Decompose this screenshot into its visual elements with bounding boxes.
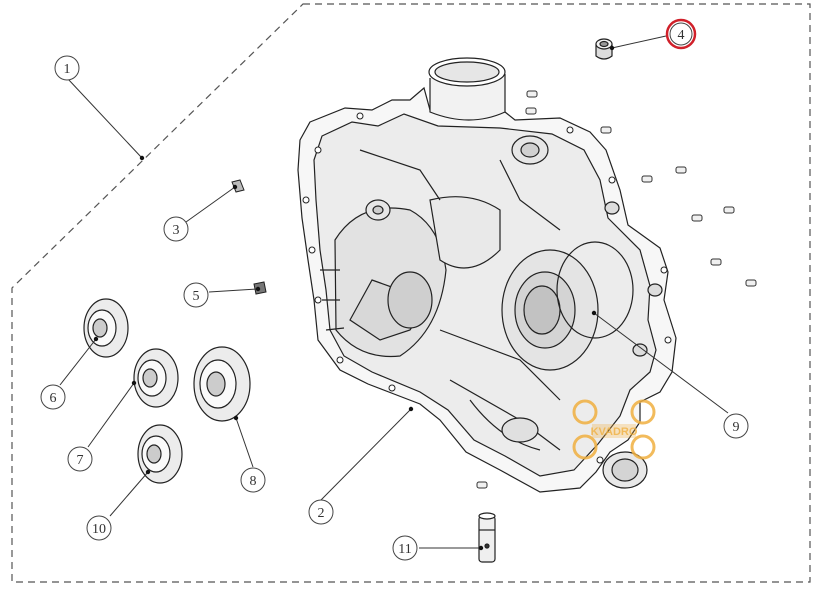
kvadro-watermark-logo: KVADRO (572, 399, 656, 460)
assembly-boundary (11, 3, 811, 583)
watermark-text: KVADRO (591, 426, 638, 438)
callout-5: 5 (183, 282, 209, 308)
svg-text:1: 1 (64, 62, 71, 77)
svg-text:3: 3 (173, 223, 180, 238)
leader-lines (59, 35, 729, 549)
callout-6: 6 (40, 384, 66, 410)
callout-10: 10 (86, 515, 112, 541)
bearing-part-10 (137, 424, 183, 484)
callout-3: 3 (163, 216, 189, 242)
bearing-part-7 (133, 348, 179, 408)
callout-7: 7 (67, 446, 93, 472)
bushing-part-4 (595, 38, 613, 60)
crankcase-half (297, 57, 677, 493)
svg-text:9: 9 (733, 420, 740, 435)
pin-part-11 (478, 512, 496, 563)
svg-text:2: 2 (318, 506, 325, 521)
bearing-part-8 (193, 346, 251, 422)
svg-text:7: 7 (77, 453, 84, 468)
bearing-part-6 (83, 298, 129, 358)
callout-4-highlighted: 4 (665, 18, 697, 50)
callout-2: 2 (308, 499, 334, 525)
svg-text:10: 10 (92, 522, 106, 537)
svg-text:11: 11 (398, 542, 411, 557)
callout-8: 8 (240, 467, 266, 493)
dowel-pins (476, 90, 757, 489)
leader-dots (93, 45, 615, 551)
svg-text:5: 5 (193, 289, 200, 304)
svg-text:4: 4 (678, 28, 685, 43)
callout-9: 9 (723, 413, 749, 439)
svg-text:6: 6 (50, 391, 57, 406)
svg-text:8: 8 (250, 474, 257, 489)
screw-part-5 (253, 281, 267, 295)
callout-11: 11 (392, 535, 418, 561)
callout-1: 1 (54, 55, 80, 81)
